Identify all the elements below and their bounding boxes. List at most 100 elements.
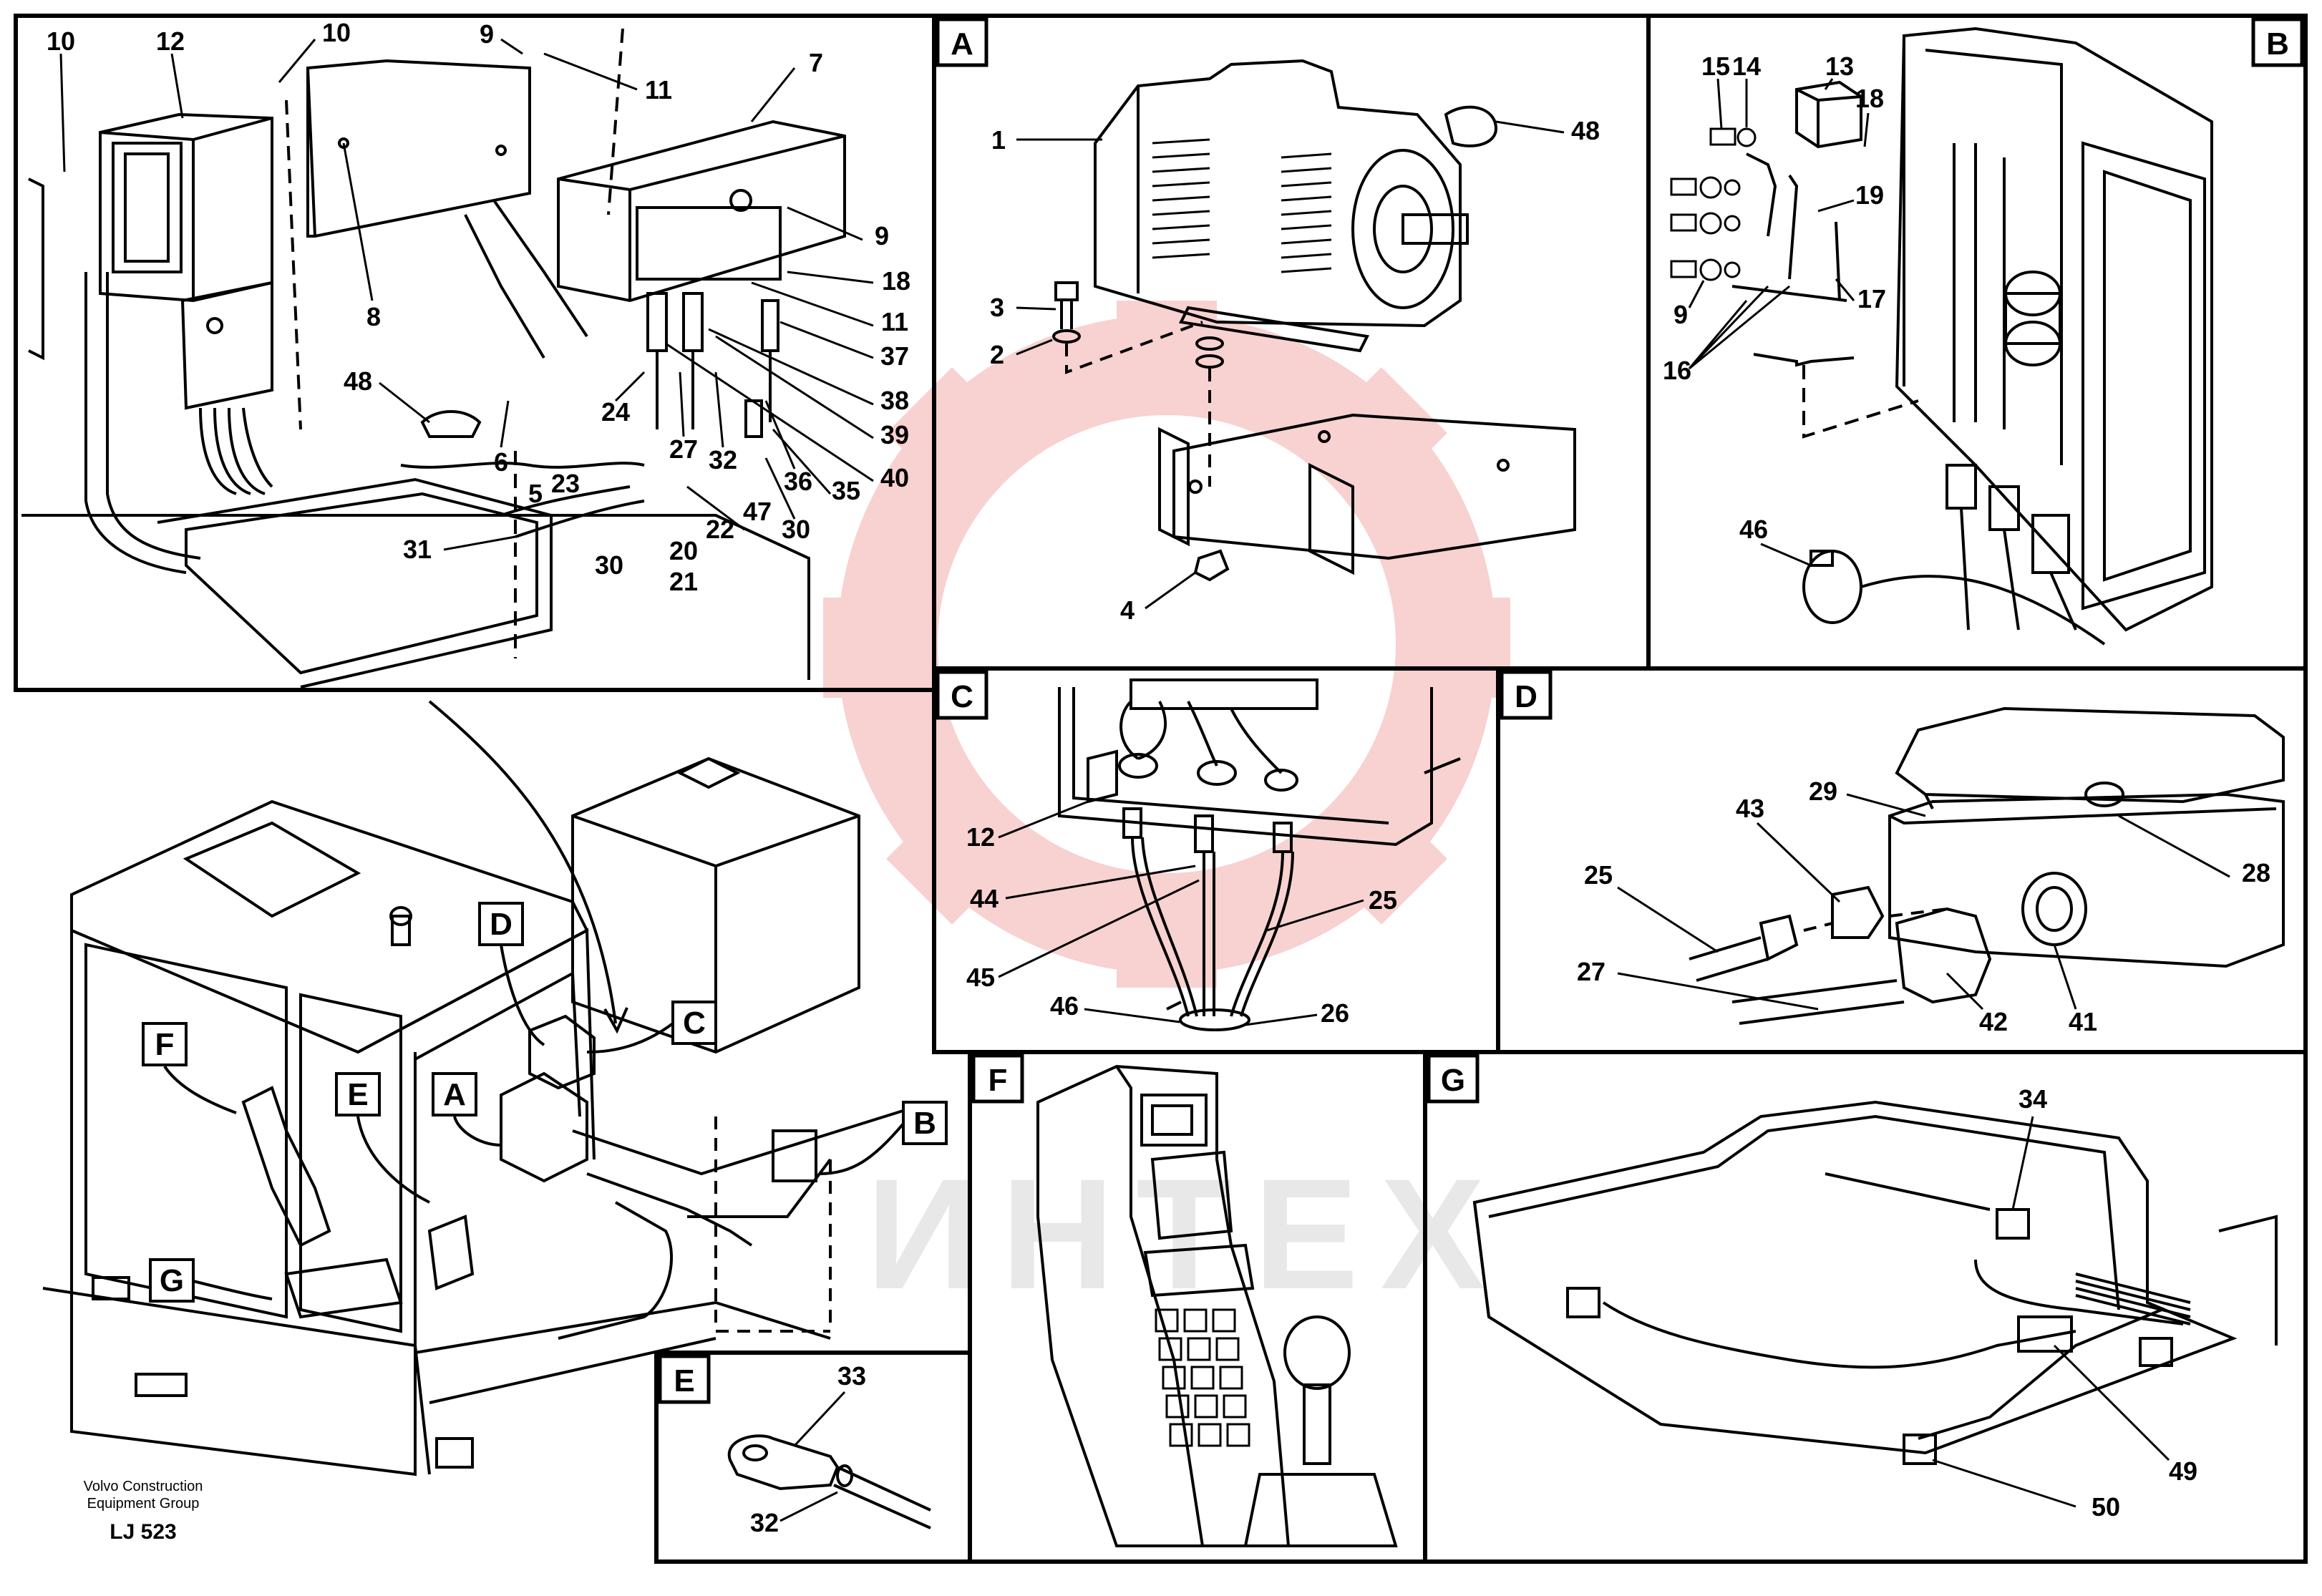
panel-label-g: G — [1441, 1063, 1465, 1098]
panel-label-f: F — [988, 1063, 1008, 1098]
main-detail-drawing — [21, 28, 846, 688]
part-label: 34 — [2019, 1084, 2047, 1114]
panel-d-labels: 43 29 25 28 27 42 41 — [1577, 777, 2270, 1036]
panel-d-drawing — [1689, 706, 2285, 1025]
part-label: 11 — [881, 307, 908, 336]
panel-a-labels: 1 48 3 2 4 — [990, 116, 1600, 625]
part-label: 48 — [344, 366, 372, 396]
callout-g: G — [160, 1263, 184, 1298]
part-label: 16 — [1663, 356, 1691, 385]
panel-g-labels: 34 49 50 — [2019, 1084, 2197, 1522]
main-leader-lines — [59, 38, 874, 551]
part-label: 2 — [990, 340, 1004, 369]
part-label: 9 — [480, 19, 494, 49]
part-label: 7 — [809, 48, 823, 77]
part-label: 37 — [880, 341, 909, 371]
main-detail-labels: 10 12 10 9 11 7 8 9 18 11 37 38 39 40 48… — [47, 18, 910, 596]
part-label: 25 — [1584, 860, 1613, 890]
overview-callout-arrows — [163, 944, 905, 1300]
part-label: 30 — [782, 515, 810, 544]
panel-e-leaders — [779, 1391, 846, 1522]
part-label: 19 — [1855, 180, 1884, 210]
main-detail-frame — [14, 14, 936, 692]
panel-b-labels: 15 14 13 18 19 17 9 16 46 — [1663, 52, 1886, 544]
panel-c-drawing — [1058, 678, 1461, 1031]
part-label: 30 — [595, 550, 623, 580]
part-label: 45 — [966, 963, 995, 992]
part-label: 33 — [837, 1361, 866, 1391]
part-label: 27 — [669, 434, 698, 464]
part-label: 1 — [991, 125, 1006, 155]
overview-callouts: F E A D C B G — [142, 902, 948, 1303]
part-label: 15 — [1701, 52, 1730, 81]
panel-c-labels: 12 44 25 45 46 26 — [966, 822, 1397, 1028]
callout-c: C — [683, 1006, 706, 1041]
part-label: 26 — [1321, 998, 1349, 1028]
callout-d: D — [490, 907, 513, 942]
part-label: 11 — [645, 75, 672, 104]
watermark-gear-icon — [823, 301, 1510, 988]
part-label: 36 — [784, 467, 812, 496]
panel-frames — [14, 14, 2308, 1564]
footer: Volvo Construction Equipment Group LJ 52… — [84, 1479, 203, 1544]
callout-f: F — [155, 1027, 175, 1062]
part-label: 29 — [1809, 777, 1837, 806]
panel-label-e: E — [674, 1363, 694, 1398]
part-label: 49 — [2169, 1456, 2197, 1486]
part-label: 4 — [1120, 595, 1135, 625]
panel-label-c: C — [951, 679, 973, 714]
panel-g-leaders — [1932, 1116, 2170, 1508]
part-label: 32 — [709, 445, 737, 475]
panel-e-drawing — [727, 1434, 931, 1529]
panel-label-b: B — [2266, 26, 2289, 62]
part-label: 24 — [601, 397, 630, 427]
part-label: 40 — [880, 463, 909, 492]
part-label: 14 — [1732, 52, 1761, 81]
part-label: 38 — [880, 386, 909, 415]
part-label: 46 — [1050, 991, 1079, 1021]
panel-a-drawing — [1052, 59, 1576, 582]
part-label: 39 — [880, 420, 909, 449]
part-label: 20 — [669, 536, 698, 565]
callout-e: E — [347, 1077, 368, 1112]
part-label: 27 — [1577, 957, 1606, 986]
part-label: 12 — [156, 26, 185, 56]
part-label: 47 — [743, 497, 772, 526]
panel-e-frame — [654, 1351, 972, 1564]
part-label: 9 — [1674, 300, 1688, 329]
part-label: 10 — [322, 18, 351, 47]
part-label: 50 — [2092, 1492, 2120, 1522]
part-label: 46 — [1739, 515, 1768, 544]
part-label: 9 — [875, 221, 889, 250]
panel-label-a: A — [951, 26, 973, 62]
panel-b-leaders — [1688, 78, 1870, 567]
part-label: 42 — [1979, 1007, 2008, 1036]
part-label: 41 — [2069, 1007, 2097, 1036]
part-label: 18 — [1855, 84, 1884, 113]
part-label: 6 — [494, 447, 508, 477]
panel-label-d: D — [1515, 679, 1538, 714]
part-label: 10 — [47, 26, 75, 56]
part-label: 8 — [366, 302, 381, 331]
part-label: 44 — [970, 884, 999, 913]
part-label: 5 — [528, 479, 543, 508]
part-label: 21 — [669, 567, 698, 596]
panel-letters: A B C D F G E — [658, 17, 2304, 1404]
panel-g-frame — [1423, 1050, 2308, 1564]
company-name-line2: Equipment Group — [87, 1496, 200, 1512]
callout-b: B — [913, 1106, 936, 1141]
panel-d-leaders — [1617, 793, 2230, 1011]
callout-a: A — [443, 1077, 466, 1112]
panel-b-drawing — [1670, 26, 2213, 646]
part-label: 43 — [1736, 794, 1764, 823]
part-label: 32 — [750, 1508, 779, 1537]
drawing-id: LJ 523 — [110, 1520, 176, 1544]
part-label: 35 — [832, 476, 860, 505]
panel-g-drawing — [1472, 1100, 2278, 1465]
part-label: 17 — [1857, 284, 1886, 313]
part-label: 25 — [1369, 885, 1397, 915]
part-label: 31 — [403, 535, 432, 564]
watermark-text: ИНТЕХ — [866, 1146, 1507, 1322]
part-label: 18 — [882, 266, 910, 296]
